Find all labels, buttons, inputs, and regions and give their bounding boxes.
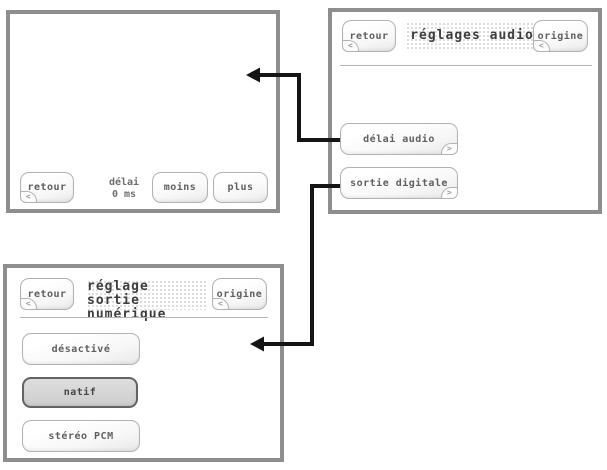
header-divider [20, 317, 268, 318]
option-desactive-button[interactable]: désactivé [22, 333, 140, 365]
option-stereo-pcm-label: stéréo PCM [48, 430, 114, 442]
moins-button[interactable]: moins [152, 172, 208, 203]
delay-screen-panel: retour < délai 0 ms moins plus [6, 10, 280, 213]
screen-title: réglages audio [406, 22, 538, 50]
delai-audio-button-label: délai audio [363, 133, 435, 145]
back-chevron-icon: < [20, 298, 37, 310]
moins-button-label: moins [163, 182, 197, 193]
back-chevron-icon: < [533, 40, 550, 52]
delai-audio-button[interactable]: délai audio > [340, 123, 458, 155]
screen-title: réglage sortie numérique [87, 279, 207, 322]
plus-button-label: plus [227, 182, 254, 193]
delay-value-label: délai 0 ms [92, 177, 156, 201]
screen-title-line1: réglage sortie [87, 279, 149, 308]
delay-label-line: délai [108, 177, 140, 188]
option-stereo-pcm-button[interactable]: stéréo PCM [22, 420, 140, 452]
plus-button[interactable]: plus [213, 172, 268, 203]
digital-output-panel: retour < réglage sortie numérique origin… [3, 264, 284, 462]
origine-button-label: origine [537, 30, 584, 42]
sortie-digitale-button[interactable]: sortie digitale > [340, 167, 458, 199]
retour-button-label: retour [27, 288, 67, 300]
screen-title-line2: numérique [87, 307, 167, 322]
option-natif-button[interactable]: natif [22, 377, 138, 408]
audio-settings-panel: retour < réglages audio origine < délai … [328, 8, 602, 214]
delay-value-line: 0 ms [111, 189, 137, 200]
retour-button-label: retour [349, 30, 389, 42]
retour-button[interactable]: retour < [342, 20, 396, 52]
option-natif-label: natif [63, 387, 97, 398]
origine-button[interactable]: origine < [533, 20, 588, 52]
option-desactive-label: désactivé [51, 343, 111, 355]
origine-button[interactable]: origine < [212, 278, 267, 310]
retour-button[interactable]: retour < [20, 172, 74, 203]
origine-button-label: origine [216, 288, 263, 300]
back-chevron-icon: < [342, 40, 359, 52]
back-chevron-icon: < [212, 298, 229, 310]
header-divider [340, 65, 592, 66]
forward-chevron-icon: > [441, 143, 458, 155]
retour-button[interactable]: retour < [20, 278, 74, 310]
retour-button-label: retour [27, 182, 67, 193]
forward-chevron-icon: > [441, 187, 458, 199]
sortie-digitale-button-label: sortie digitale [350, 177, 448, 189]
